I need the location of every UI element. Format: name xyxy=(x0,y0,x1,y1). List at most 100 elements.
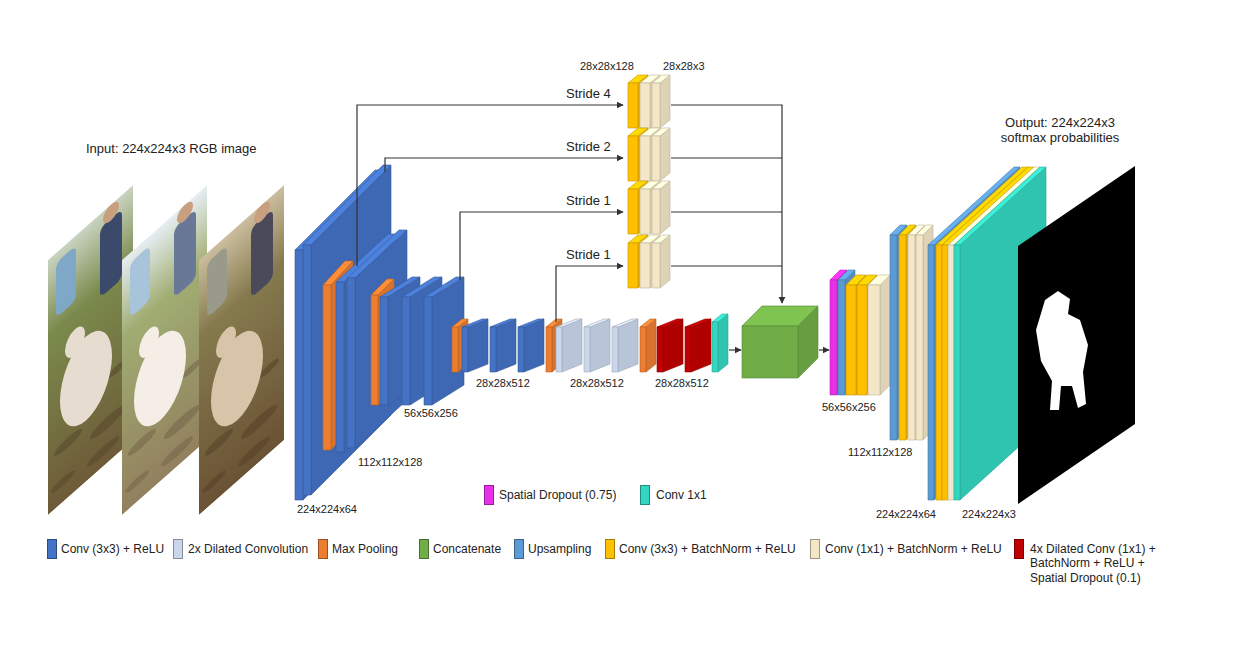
block-top xyxy=(657,319,683,327)
block-top xyxy=(652,235,670,243)
legend-swatch xyxy=(484,485,494,505)
block-front xyxy=(336,282,344,452)
legend-swatch xyxy=(47,539,57,559)
photo-speck xyxy=(205,425,233,460)
block-front xyxy=(640,83,650,128)
photo-person xyxy=(207,245,227,318)
block-top xyxy=(612,319,638,327)
feature-map-block xyxy=(584,319,610,372)
legend-text: Upsampling xyxy=(528,542,591,556)
block-side xyxy=(650,75,660,128)
block-front xyxy=(908,235,915,440)
block-front xyxy=(628,136,638,181)
feature-map-block xyxy=(546,319,562,372)
block-side xyxy=(650,128,660,181)
block-front xyxy=(652,136,660,181)
photo-ground xyxy=(199,185,284,515)
legend-swatch xyxy=(173,539,183,559)
feature-map-block xyxy=(640,128,660,181)
photo-sheep-head xyxy=(216,320,236,364)
legend-swatch xyxy=(1014,539,1024,559)
output-mask xyxy=(1018,166,1135,504)
block-front xyxy=(371,295,378,405)
feature-map-block xyxy=(899,225,916,440)
block-side xyxy=(880,275,890,395)
photo-speck xyxy=(54,425,82,460)
input-images xyxy=(48,185,284,515)
feature-map-block xyxy=(640,235,660,288)
stride-label: Stride 1 xyxy=(566,248,611,263)
block-front xyxy=(402,297,410,405)
block-top xyxy=(954,167,1046,245)
block-top xyxy=(424,277,464,297)
block-side xyxy=(660,181,670,234)
stride-label: Stride 2 xyxy=(566,140,611,155)
feature-map-block xyxy=(652,181,670,234)
block-front xyxy=(948,245,954,500)
block-side xyxy=(458,319,468,372)
connection-arrow xyxy=(460,212,623,280)
connection-arrow xyxy=(671,211,782,212)
photo-sheep xyxy=(211,314,263,444)
block-side xyxy=(618,319,638,372)
legend-swatch xyxy=(640,485,650,505)
dimension-label: 112x112x128 xyxy=(358,456,422,469)
feature-map-block xyxy=(612,319,638,372)
block-front xyxy=(838,280,845,395)
legend-text: Conv 1x1 xyxy=(656,488,707,502)
block-side xyxy=(650,181,660,234)
photo-sheep-head xyxy=(139,320,159,364)
dimension-label: 56x56x256 xyxy=(822,401,876,414)
photo-head xyxy=(254,197,270,227)
block-top xyxy=(685,319,711,327)
block-top xyxy=(347,230,407,278)
legend-swatch xyxy=(419,539,429,559)
block-top xyxy=(652,128,670,136)
connection-arrow xyxy=(671,157,782,158)
block-side xyxy=(663,319,683,372)
block-front xyxy=(936,245,942,500)
feature-map-block xyxy=(556,319,582,372)
block-front xyxy=(380,297,388,405)
legend-text: Concatenate xyxy=(433,542,501,556)
block-front xyxy=(899,235,906,440)
block-top xyxy=(712,314,728,322)
block-top xyxy=(916,225,933,235)
dimension-label: 28x28x128 xyxy=(580,60,634,73)
block-side xyxy=(590,319,610,372)
connection-arrow xyxy=(556,266,623,322)
dimension-label: 224x224x3 xyxy=(962,508,1016,521)
photo-speck xyxy=(238,432,270,470)
block-side xyxy=(646,319,656,372)
block-front xyxy=(323,285,331,450)
block-front xyxy=(657,327,663,372)
block-top xyxy=(490,319,516,327)
legend-text: Conv (3x3) + BatchNorm + ReLU xyxy=(619,542,796,556)
block-front xyxy=(685,327,691,372)
legend-text: Max Pooling xyxy=(332,542,398,556)
block-front xyxy=(303,245,311,495)
block-front xyxy=(490,327,496,372)
block-front xyxy=(652,189,660,234)
block-front xyxy=(612,327,618,372)
block-front xyxy=(846,285,856,395)
block-front xyxy=(954,245,960,500)
block-front xyxy=(640,327,646,372)
block-top xyxy=(652,181,670,189)
block-top xyxy=(303,165,391,245)
block-side xyxy=(496,319,516,372)
io-caption: Input: 224x224x3 RGB image xyxy=(86,142,257,157)
block-front xyxy=(652,83,660,128)
dimension-label: 28x28x512 xyxy=(570,377,624,390)
feature-map-block xyxy=(838,270,855,395)
feature-map-block xyxy=(890,225,907,440)
legend-text: 4x Dilated Conv (1x1) + BatchNorm + ReLU… xyxy=(1030,542,1156,585)
feature-map-block xyxy=(452,319,468,372)
block-front xyxy=(628,243,638,288)
block-side xyxy=(552,319,562,372)
photo-ground xyxy=(48,185,133,515)
feature-map-block xyxy=(640,319,656,372)
block-top xyxy=(868,275,890,285)
photo-person xyxy=(174,209,196,298)
